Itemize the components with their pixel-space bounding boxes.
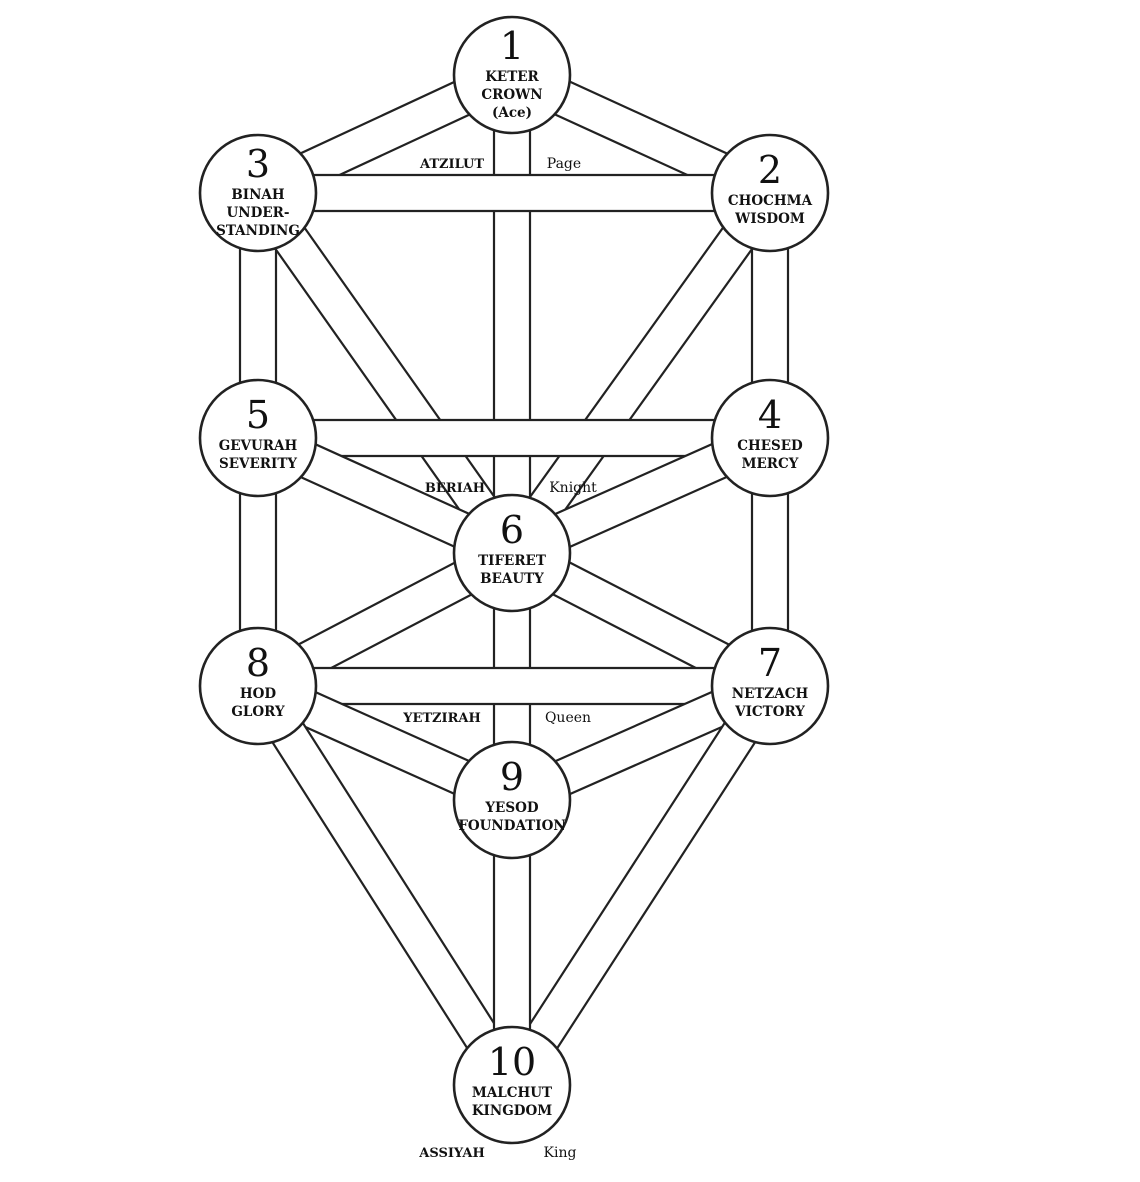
sefirah-label-line: HOD: [240, 686, 277, 702]
sefirah-number: 5: [246, 393, 270, 437]
tarot-card-name: Page: [547, 156, 581, 172]
world-name: YETZIRAH: [402, 711, 481, 726]
sefirah-label-line: CHOCHMA: [728, 193, 813, 209]
sefirah-label-line: KINGDOM: [472, 1103, 552, 1119]
sefirah-label-line: NETZACH: [732, 686, 809, 702]
world-name: ATZILUT: [419, 157, 484, 172]
sefirah-number: 10: [488, 1040, 536, 1084]
sefirah-circle: [198, 133, 318, 253]
sefirah-label-line: TIFERET: [478, 553, 546, 569]
sefirah-number: 7: [758, 641, 782, 685]
sefirah-label-line: STANDING: [216, 223, 300, 239]
path-2-3: [256, 173, 772, 213]
sefirah-label-line: YESOD: [484, 800, 538, 816]
world-label-assiyah: ASSIYAH King: [418, 1145, 576, 1161]
sefirah-label-line: GEVURAH: [219, 438, 298, 454]
tarot-card-name: King: [544, 1145, 577, 1161]
sefirah-label-line: BEAUTY: [480, 571, 544, 587]
sefirah-circle: [710, 626, 830, 746]
sefirah-circle: [198, 378, 318, 498]
sefirah-label-line: SEVERITY: [219, 456, 297, 472]
sefirah-number: 8: [246, 641, 270, 685]
sefirah-label-line: VICTORY: [734, 704, 805, 720]
sefirah-label-line: UNDER-: [227, 205, 290, 221]
sefirah-label-line: WISDOM: [734, 211, 805, 227]
sefirah-circle: [452, 1025, 572, 1145]
sefirah-label-line: FOUNDATION: [458, 818, 565, 834]
sefirah-label-line: GLORY: [231, 704, 285, 720]
sefirah-circle: [452, 15, 572, 135]
world-label-yetzirah: YETZIRAH Queen: [402, 710, 591, 726]
sefirah-label-line: CROWN: [481, 87, 542, 103]
world-label-beriah: BERIAH Knight: [425, 480, 597, 496]
path-4-5: [256, 418, 772, 458]
sefirah-number: 2: [758, 148, 782, 192]
sefirah-label-line: CHESED: [737, 438, 803, 454]
path-7-8: [256, 666, 772, 706]
sefirah-label-line: (Ace): [492, 105, 532, 121]
sefirah-label-line: MERCY: [742, 456, 799, 472]
sefirah-circle: [198, 626, 318, 746]
sefirah-label-line: MALCHUT: [472, 1085, 552, 1101]
world-label-atzilut: ATZILUT Page: [419, 156, 581, 172]
sefirah-number: 4: [758, 393, 782, 437]
sefirah-number: 3: [246, 142, 270, 186]
sefirah-circle: [710, 133, 830, 253]
sefirah-number: 1: [500, 24, 524, 68]
sefirah-number: 6: [500, 508, 524, 552]
tarot-card-name: Knight: [549, 480, 597, 496]
sefirah-label-line: KETER: [485, 69, 539, 85]
sefirah-number: 9: [500, 755, 524, 799]
sefirah-label-line: BINAH: [231, 187, 285, 203]
sefirah-circle: [452, 740, 572, 860]
world-name: BERIAH: [425, 481, 485, 496]
sefirah-circle: [452, 493, 572, 613]
world-name: ASSIYAH: [418, 1146, 484, 1161]
tarot-card-name: Queen: [545, 710, 591, 726]
path-1-6: [492, 73, 532, 555]
sefirah-circle: [710, 378, 830, 498]
